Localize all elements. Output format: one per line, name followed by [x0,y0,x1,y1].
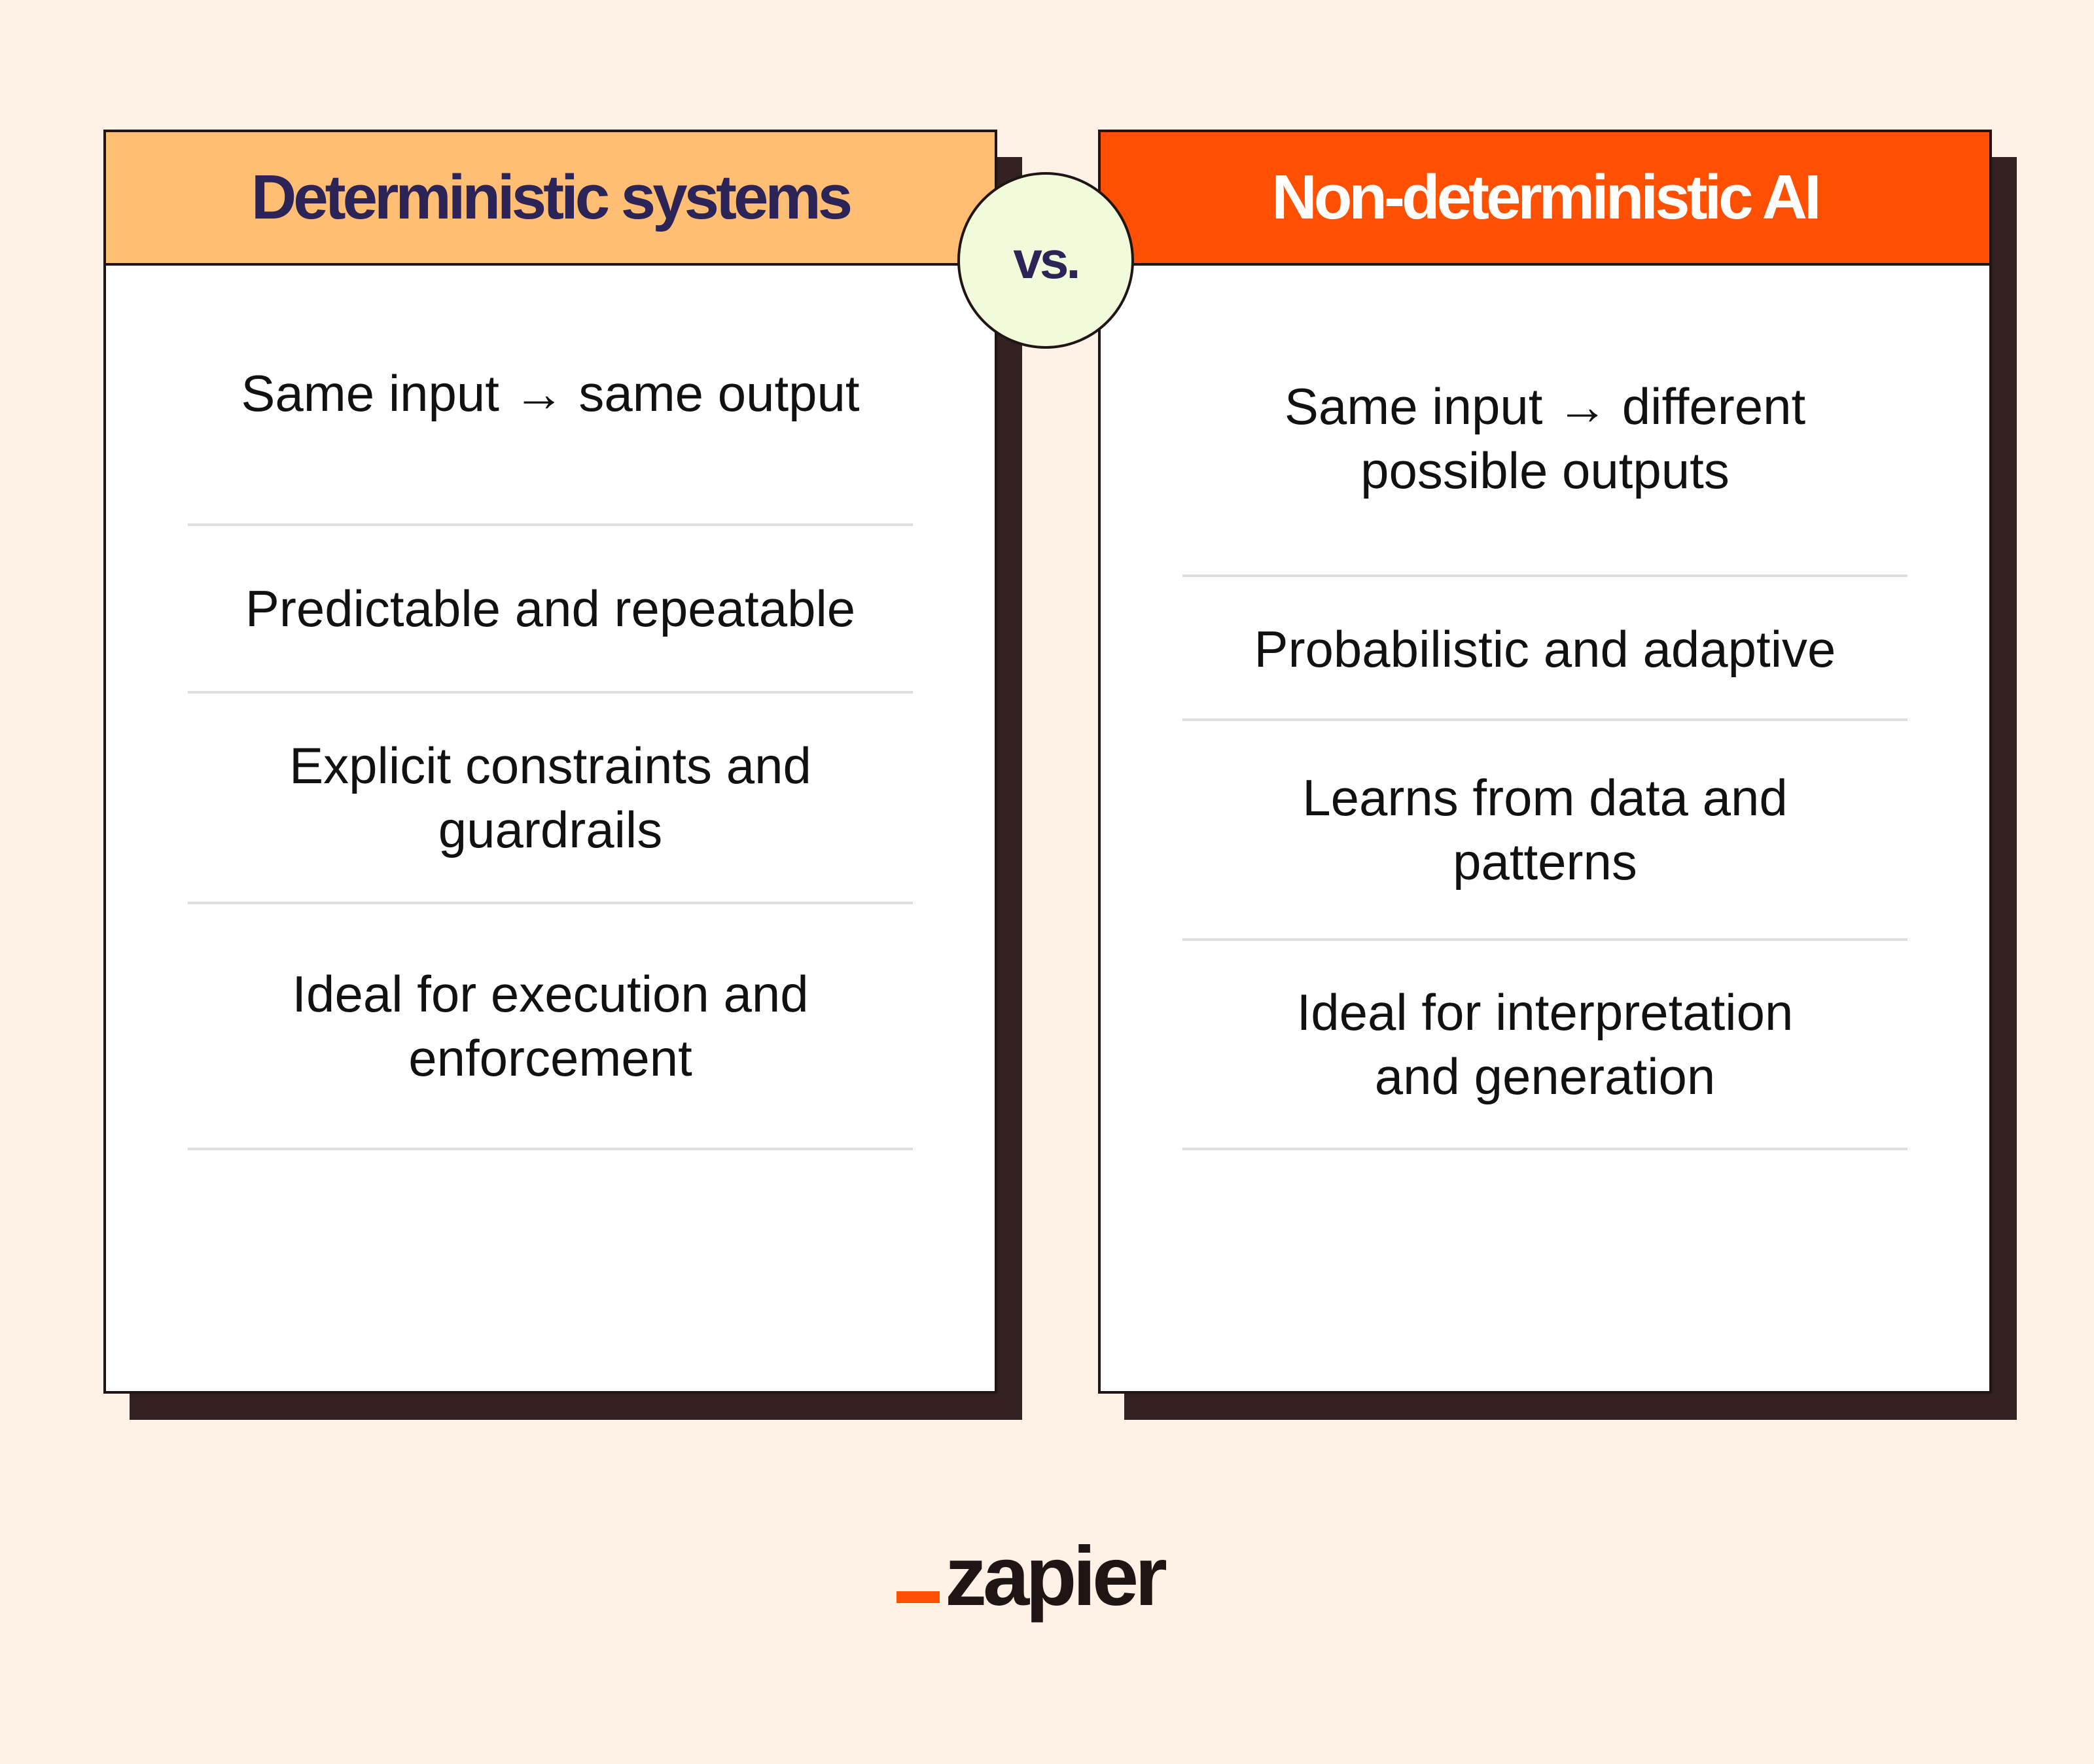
zapier-logo: zapier [896,1535,1167,1619]
list-item: Explicit constraints and guardrails [188,694,913,904]
deterministic-card: Deterministic systems Same input → same … [103,130,997,1394]
list-item: Ideal for execution and enforcement [188,904,913,1150]
list-item: Predictable and repeatable [188,526,913,694]
list-item: Ideal for interpretation and generation [1182,941,1908,1150]
list-item: Same input → different possible outputs [1182,263,1908,577]
logo-underscore-icon [896,1591,940,1603]
list-item: Same input → same output [188,263,913,526]
non-deterministic-title: Non-deterministic AI [1101,132,1989,266]
vs-badge: vs. [957,172,1134,349]
list-item: Probabilistic and adaptive [1182,580,1908,721]
deterministic-title: Deterministic systems [106,132,995,266]
list-item: Learns from data and patterns [1182,721,1908,941]
non-deterministic-card: Non-deterministic AI Same input → differ… [1098,130,1992,1394]
logo-text: zapier [945,1530,1167,1623]
